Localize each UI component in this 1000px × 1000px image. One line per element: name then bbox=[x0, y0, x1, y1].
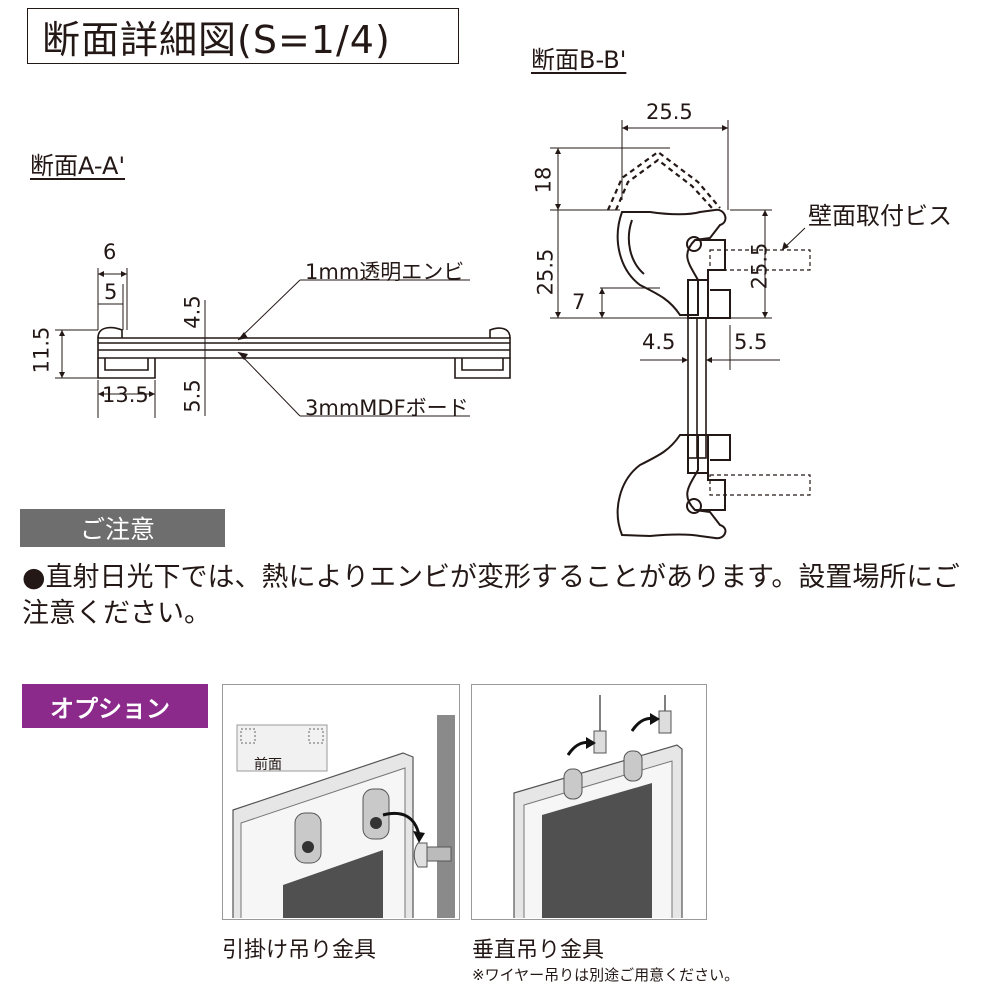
open-cover-dashed bbox=[606, 150, 721, 211]
lower-frame-profile bbox=[616, 434, 731, 540]
dim-b-25-5-top: 25.5 bbox=[646, 100, 693, 124]
bullet-icon: ● bbox=[22, 562, 46, 593]
section-b-label: 断面B-B' bbox=[531, 46, 627, 74]
hook-fitting-caption: 引掛け吊り金具 bbox=[222, 938, 377, 963]
dim-a-5: 5 bbox=[104, 280, 118, 304]
hook-fitting-illustration bbox=[232, 715, 455, 925]
drawing-title: 断面詳細図(S=1/4) bbox=[27, 8, 459, 64]
dim-b-25-5-left: 25.5 bbox=[533, 248, 558, 296]
vertical-fitting-illustration bbox=[513, 695, 683, 921]
dim-a-5-5: 5.5 bbox=[180, 379, 205, 413]
notice-body: 直射日光下では、熱によりエンビが変形することがあります。設置場所にご注意ください… bbox=[22, 562, 960, 629]
section-a-drawing bbox=[55, 268, 511, 418]
dim-a-11-5: 11.5 bbox=[29, 326, 54, 374]
vertical-fitting-caption: 垂直吊り金具 bbox=[472, 938, 605, 963]
dim-a-4-5: 4.5 bbox=[180, 295, 205, 329]
section-a-label: 断面A-A' bbox=[30, 152, 126, 180]
callout-pvc: 1mm透明エンビ bbox=[305, 260, 465, 284]
notice-text: ●直射日光下では、熱によりエンビが変形することがあります。設置場所にご注意くださ… bbox=[22, 560, 982, 631]
front-label: 前面 bbox=[254, 757, 282, 773]
dim-b-7: 7 bbox=[572, 290, 586, 314]
dim-b-25-5-right: 25.5 bbox=[747, 242, 772, 290]
dim-b-4-5: 4.5 bbox=[642, 330, 676, 354]
vertical-fitting-panel bbox=[471, 684, 707, 921]
dim-b-18: 18 bbox=[531, 166, 556, 194]
option-heading: オプション bbox=[22, 684, 208, 728]
left-profile bbox=[97, 358, 156, 379]
notice-heading: ご注意 bbox=[20, 509, 225, 547]
upper-frame-profile bbox=[616, 208, 731, 319]
dim-a-13-5: 13.5 bbox=[102, 383, 149, 407]
wire-footnote: ※ワイヤー吊りは別途ご用意ください。 bbox=[472, 966, 740, 984]
section-b-drawing bbox=[550, 120, 811, 540]
hook-fitting-panel bbox=[222, 684, 460, 925]
callout-screw: 壁面取付ビス bbox=[808, 202, 952, 230]
callout-mdf: 3mmMDFボード bbox=[305, 396, 469, 420]
wall-screws bbox=[709, 249, 811, 496]
right-profile bbox=[454, 358, 511, 379]
frame-outline bbox=[97, 337, 511, 359]
dim-a-6: 6 bbox=[103, 240, 117, 264]
dim-b-5-5: 5.5 bbox=[734, 330, 768, 354]
